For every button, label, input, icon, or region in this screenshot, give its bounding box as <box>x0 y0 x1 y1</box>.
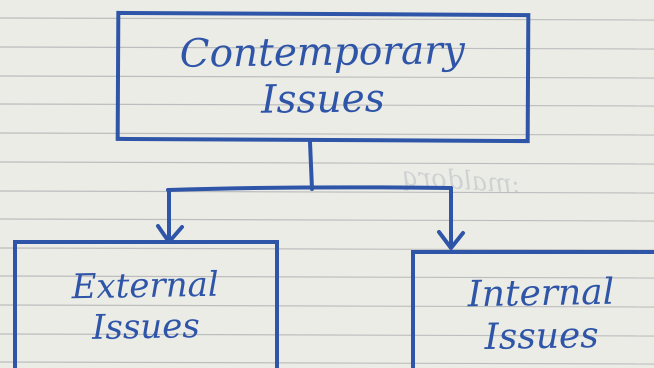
node-label-contemporary-issues: Contemporary Issues <box>179 28 466 123</box>
paper-rule-line <box>0 275 654 279</box>
paper-rule-line <box>0 17 654 21</box>
paper-rule-line <box>0 103 654 107</box>
branch-bar <box>166 185 453 192</box>
node-label-external-issues: External Issues <box>71 264 220 348</box>
node-contemporary-issues: Contemporary Issues <box>115 10 531 144</box>
paper-rule-line <box>0 46 654 50</box>
node-label-internal-issues: Internal Issues <box>466 271 615 359</box>
paper-rule-line <box>0 304 654 308</box>
right-arrow-head <box>437 230 465 250</box>
trunk-line <box>308 140 314 191</box>
node-external-issues: External Issues <box>13 240 279 368</box>
paper-rule-line <box>0 161 654 165</box>
node-internal-issues: Internal Issues <box>411 250 654 368</box>
paper-rule-line <box>0 361 654 365</box>
paper-rule-line <box>0 218 654 222</box>
paper-rule-line <box>0 247 654 251</box>
paper-rule-line <box>0 132 654 136</box>
paper-rule-line <box>0 190 654 194</box>
paper-rule-line <box>0 75 654 79</box>
paper-rule-line <box>0 333 654 337</box>
